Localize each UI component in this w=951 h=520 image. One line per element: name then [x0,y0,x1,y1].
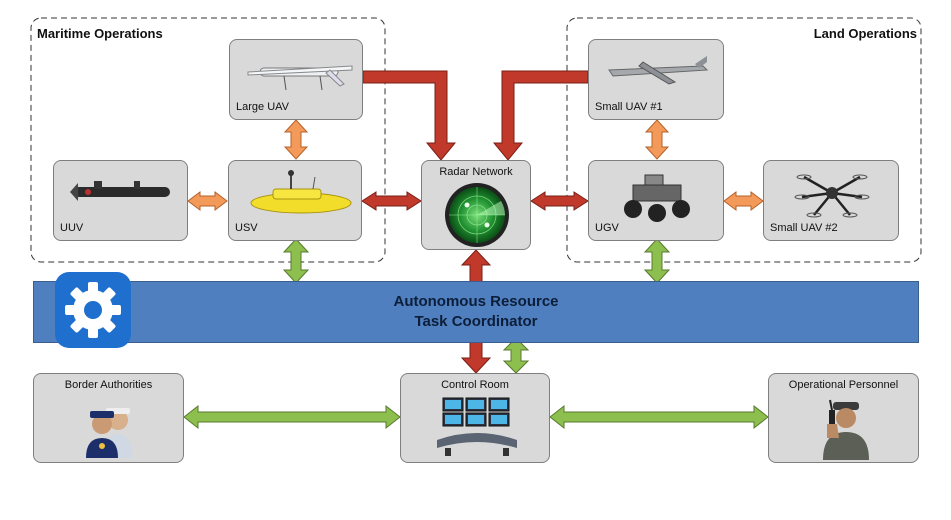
gear-icon [65,282,121,338]
green-arrow-control-personnel [549,404,769,430]
red-arrow-large-uav-radar [362,70,457,161]
large-uav-node[interactable]: Large UAV [229,39,363,120]
small-uav-1-icon [608,56,709,85]
task-coordinator-line2: Task Coordinator [414,313,538,330]
red-arrow-small-uav-radar [492,70,589,161]
uuv-node[interactable]: UUV [53,160,188,241]
operational-personnel-node[interactable]: Operational Personnel [768,373,919,463]
green-arrow-coordinator-control [502,337,530,374]
small-uav-2-node[interactable]: Small UAV #2 [763,160,899,241]
radar-network-node[interactable]: Radar Network [421,160,531,250]
radar-scope-icon [445,183,509,247]
red-arrow-radar-ugv [530,191,589,211]
usv-node[interactable]: USV [228,160,362,241]
green-arrow-ugv-coordinator [643,238,671,284]
orange-arrow-ugv-small-uav2 [723,191,764,211]
maritime-zone-border [30,17,386,263]
gear-icon-tile [55,272,131,348]
ugv-icon [624,174,690,222]
orange-arrow-small-uav-ugv [644,119,670,160]
maritime-zone-title: Maritime Operations [37,26,163,41]
uuv-icon [70,181,170,201]
border-authorities-label: Border Authorities [64,379,153,391]
border-authorities-node[interactable]: Border Authorities [33,373,184,463]
radar-network-label: Radar Network [439,166,513,178]
hexacopter-icon [794,174,870,218]
task-coordinator-bar[interactable]: Autonomous Resource Task Coordinator [33,281,919,343]
uuv-label: UUV [60,222,84,234]
large-uav-icon [247,65,353,91]
control-room-label: Control Room [441,379,509,391]
orange-arrow-large-uav-usv [283,119,309,160]
red-arrow-usv-radar [361,191,422,211]
small-uav-1-label: Small UAV #1 [595,101,663,113]
ugv-label: UGV [595,222,619,234]
small-uav-1-node[interactable]: Small UAV #1 [588,39,724,120]
land-zone-title: Land Operations [813,26,917,41]
monitor-desk-icon [437,397,517,456]
green-arrow-usv-coordinator [282,238,310,284]
operational-personnel-label: Operational Personnel [788,379,899,391]
radio-officer-icon [823,399,869,460]
task-coordinator-title: Autonomous Resource Task Coordinator [34,292,918,332]
large-uav-label: Large UAV [236,101,289,113]
control-room-node[interactable]: Control Room [400,373,550,463]
usv-label: USV [235,222,258,234]
task-coordinator-line1: Autonomous Resource [393,293,559,310]
land-zone-border [566,17,922,263]
orange-arrow-uuv-usv [187,191,228,211]
green-arrow-border-control [183,404,401,430]
officers-icon [86,408,132,458]
usv-icon [250,170,352,214]
ugv-node[interactable]: UGV [588,160,724,241]
small-uav-2-label: Small UAV #2 [770,222,838,234]
